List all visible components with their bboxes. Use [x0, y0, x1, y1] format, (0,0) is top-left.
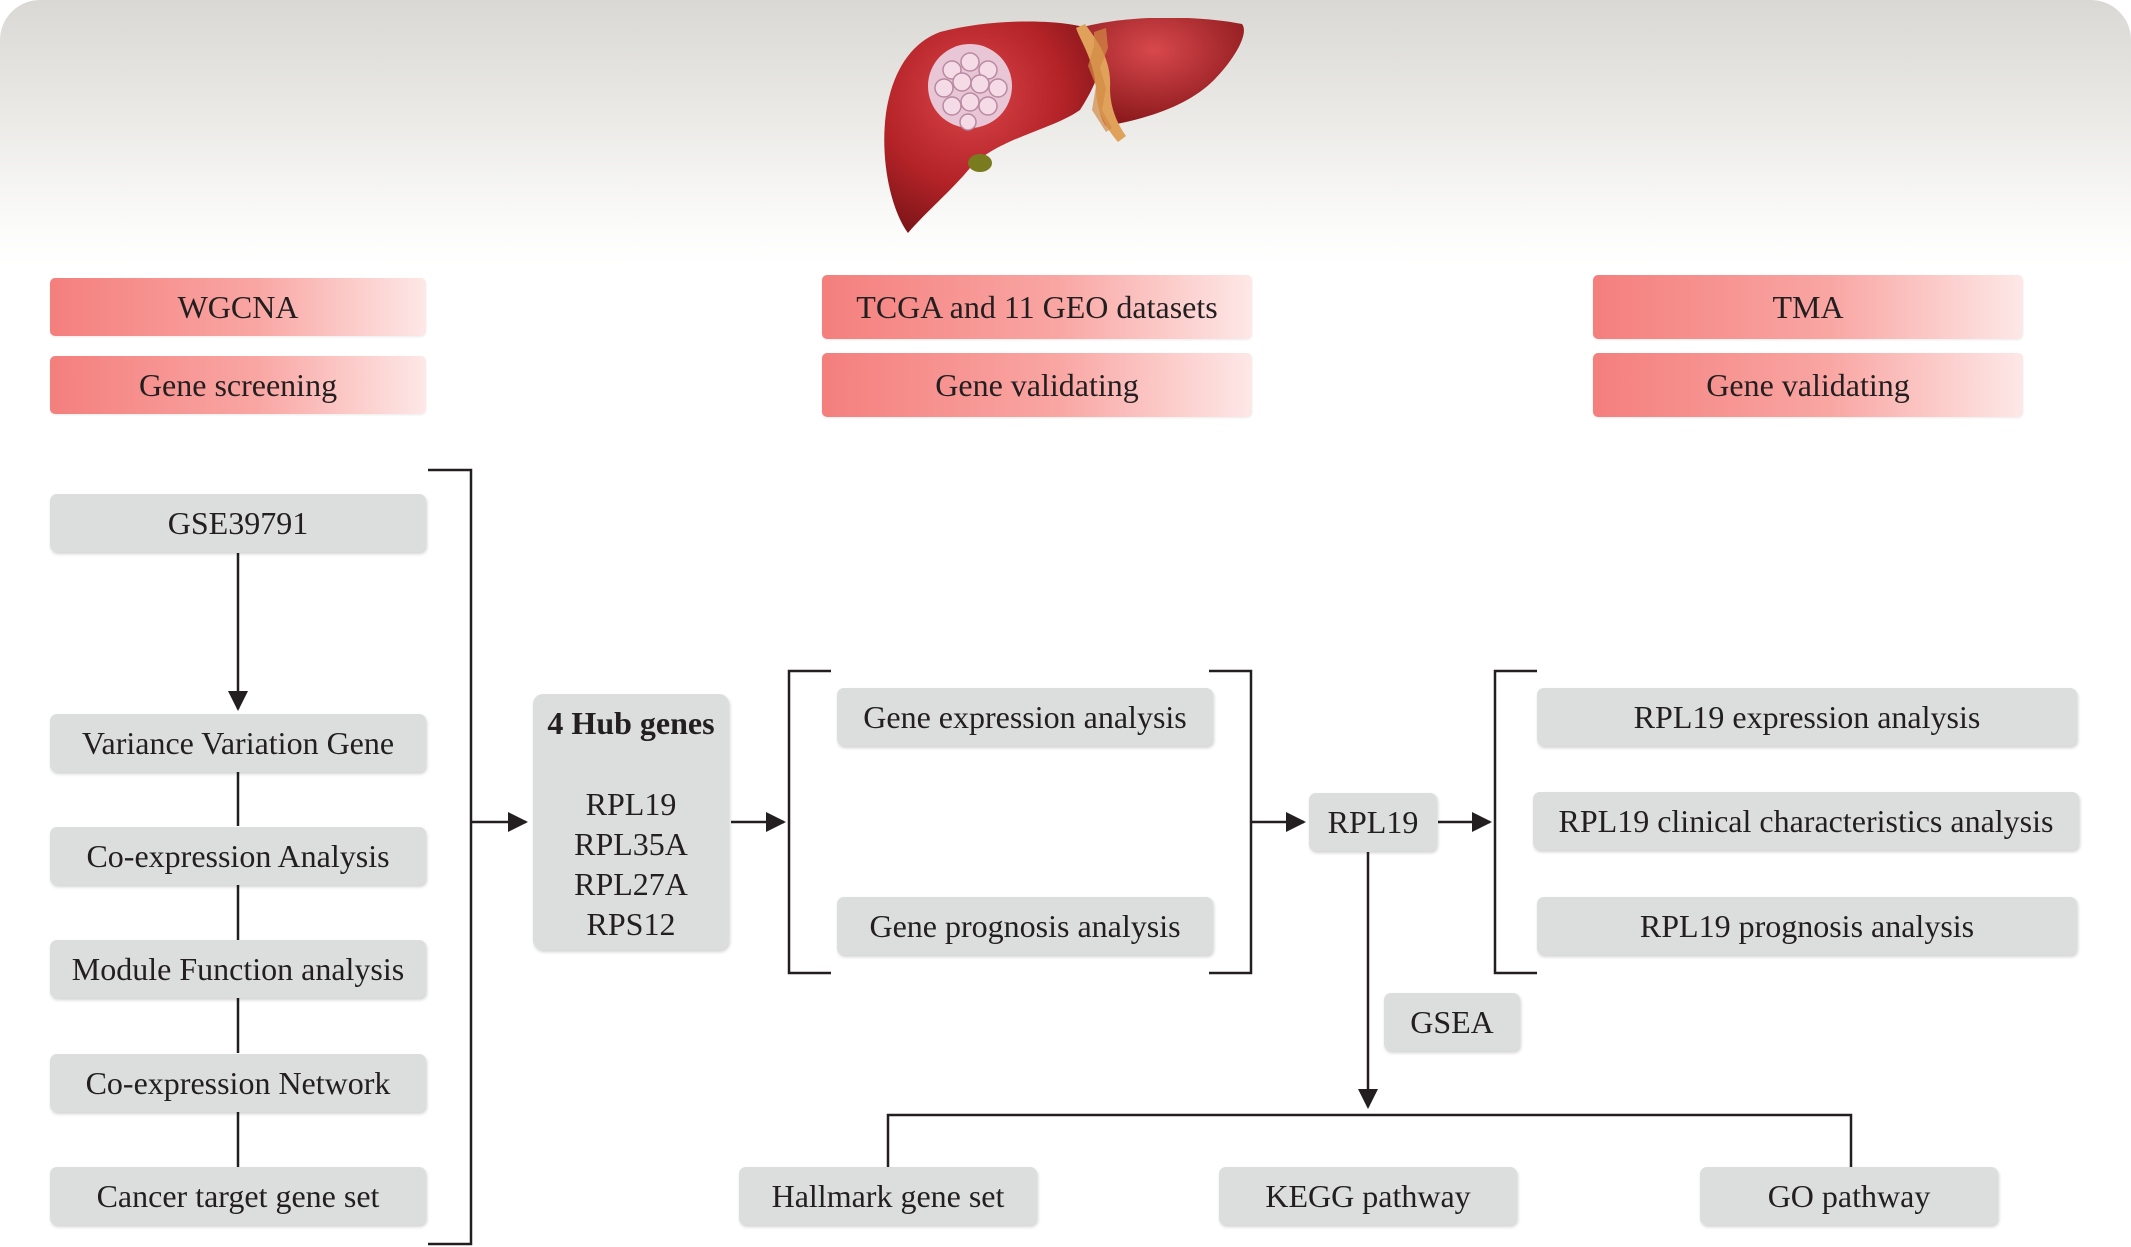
- hub-gene: RPL27A: [574, 866, 688, 902]
- gene-prognosis-analysis: Gene prognosis analysis: [837, 897, 1213, 955]
- header-gene-screening: Gene screening: [50, 356, 426, 414]
- hallmark-gene-set: Hallmark gene set: [739, 1167, 1037, 1225]
- hub-gene: RPL35A: [574, 826, 688, 862]
- header-tma: TMA: [1593, 275, 2023, 339]
- step-cancer-target-gene-set: Cancer target gene set: [50, 1167, 426, 1225]
- hub-genes-title: 4 Hub genes: [547, 705, 715, 741]
- header-wgcna: WGCNA: [50, 278, 426, 336]
- go-pathway: GO pathway: [1700, 1167, 1998, 1225]
- kegg-pathway: KEGG pathway: [1219, 1167, 1517, 1225]
- step-co-expression-network: Co-expression Network: [50, 1054, 426, 1112]
- hub-gene: RPS12: [586, 906, 676, 942]
- step-co-expression-analysis: Co-expression Analysis: [50, 827, 426, 885]
- header-gene-validating-right: Gene validating: [1593, 353, 2023, 417]
- hub-gene: RPL19: [585, 786, 677, 822]
- gene-expression-analysis: Gene expression analysis: [837, 688, 1213, 746]
- gsea-label: GSEA: [1384, 993, 1520, 1051]
- liver-illustration: [884, 18, 1244, 234]
- rpl19-expression-analysis: RPL19 expression analysis: [1537, 688, 2077, 746]
- key-gene-rpl19: RPL19: [1309, 793, 1437, 851]
- step-variance-variation-gene: Variance Variation Gene: [50, 714, 426, 772]
- rpl19-prognosis-analysis: RPL19 prognosis analysis: [1537, 897, 2077, 955]
- hub-genes-box: 4 Hub genes RPL19 RPL35A RPL27A RPS12: [533, 694, 729, 950]
- header-gene-validating-center: Gene validating: [822, 353, 1252, 417]
- step-gse39791: GSE39791: [50, 494, 426, 552]
- step-module-function-analysis: Module Function analysis: [50, 940, 426, 998]
- header-tcga-geo: TCGA and 11 GEO datasets: [822, 275, 1252, 339]
- rpl19-clinical-characteristics-analysis: RPL19 clinical characteristics analysis: [1533, 792, 2079, 850]
